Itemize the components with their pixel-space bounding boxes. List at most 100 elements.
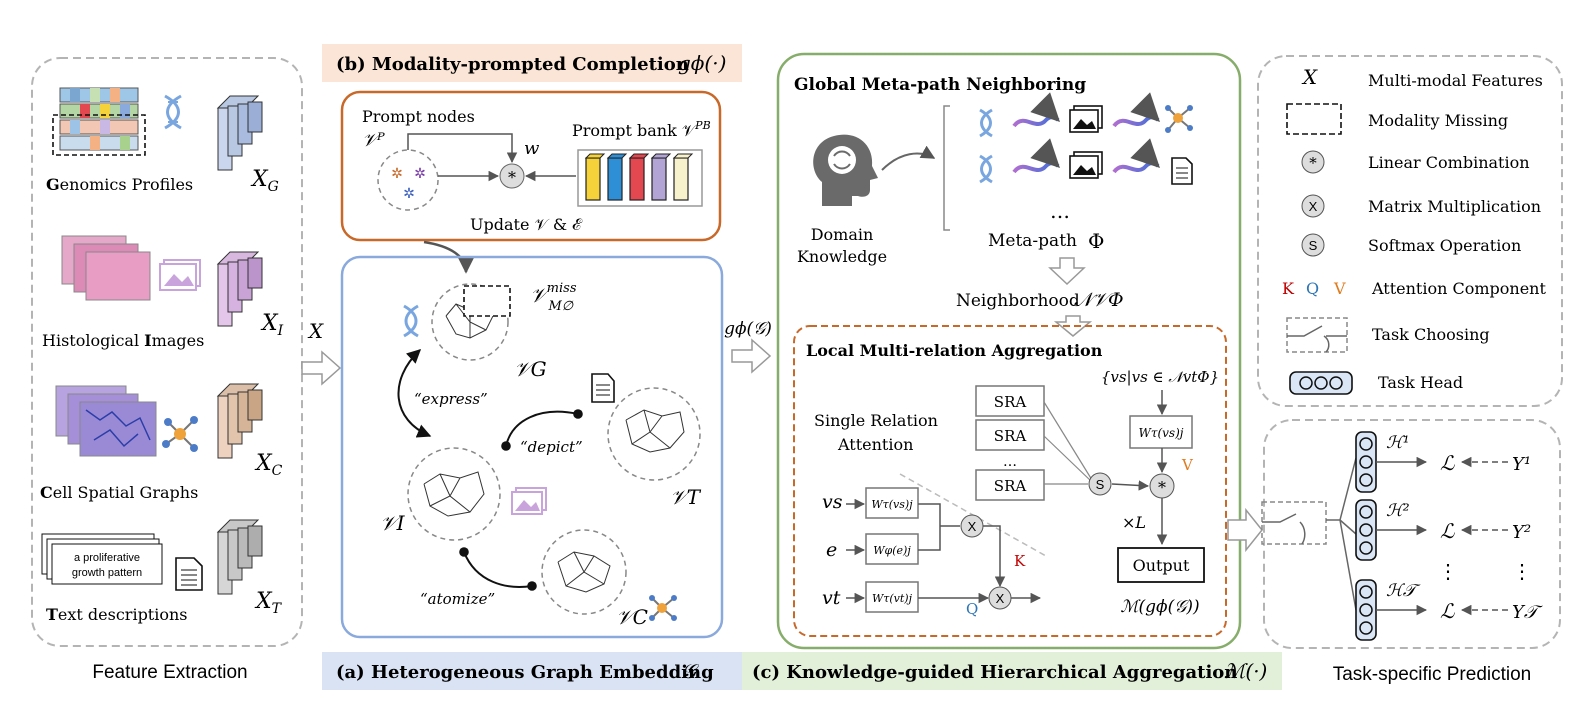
prompt-node-star-3: ✲: [403, 187, 415, 202]
prompt-bank-bar-top-4: [672, 153, 694, 159]
section-a-title: (a) Heterogeneous Graph Embedding: [336, 662, 714, 683]
update-arrow: [423, 240, 475, 274]
graph-node-icon-2: [649, 595, 677, 621]
input-vt: vt: [822, 587, 841, 609]
legend-label-2: Linear Combination: [1368, 153, 1530, 172]
arrow-x: X: [301, 319, 342, 386]
legend-k: K: [1282, 279, 1295, 298]
metapath-image-icon-2: [1069, 151, 1103, 179]
loss-label-2: ℒ: [1440, 599, 1455, 623]
metapath-document-icon: [1171, 157, 1193, 185]
vt-graph: [625, 409, 685, 453]
image-icon: [159, 259, 201, 291]
depict-label: “depict”: [520, 438, 583, 456]
prompt-bank-bars: [584, 153, 694, 201]
legend-v: V: [1333, 279, 1346, 298]
metapath-wave-arrow-4: [1112, 138, 1160, 174]
vg-label: 𝒱G: [514, 357, 547, 381]
target-label-0: Y¹: [1512, 454, 1531, 475]
prompt-bank-label: Prompt bank 𝒱PB: [572, 119, 711, 140]
xg-label: XG: [250, 167, 279, 195]
legend-label-5: Attention Component: [1371, 279, 1546, 298]
times-l-label: ×L: [1122, 513, 1146, 532]
histology-label: Histological Images: [42, 331, 204, 350]
prompt-bank-bar-2: [629, 157, 645, 201]
prompt-nodes-label: Prompt nodes: [362, 107, 475, 126]
dna-icon-graph: [403, 304, 419, 338]
w-vt-label: Wτ(vt)j: [872, 592, 913, 605]
legend-x-op: [1301, 194, 1325, 218]
matmul-op-2-label: X: [996, 591, 1005, 606]
w-value-box: [1129, 415, 1193, 449]
prompt-bank-bar-0: [585, 157, 601, 201]
prompt-bank-bar-top-3: [650, 153, 672, 159]
legend-label-4: Softmax Operation: [1368, 236, 1521, 255]
legend-star-symbol: *: [1309, 154, 1317, 172]
prompt-node-star-2: ✲: [414, 167, 426, 182]
prompt-bank-bar-4: [673, 157, 689, 201]
task-head-0: [1355, 431, 1508, 493]
atomize-label: “atomize”: [420, 590, 495, 608]
sra-dots: …: [1003, 454, 1017, 470]
legend-s-symbol: S: [1309, 238, 1318, 253]
metapath-image-icon-1: [1069, 105, 1103, 133]
feature-block-genomics: [216, 95, 263, 171]
atomize-arrow: [459, 547, 537, 591]
sra-label-1: SRA: [994, 427, 1027, 445]
metapath-dna-icon-2: [979, 154, 993, 184]
hierarchical-aggregation-box: Global Meta-path Neighboring Domain Know…: [776, 52, 1242, 650]
loss-label-0: ℒ: [1440, 451, 1455, 475]
legend-task-head-icon: [1289, 371, 1353, 395]
softmax-op: [1088, 472, 1112, 496]
legend-label-1: Modality Missing: [1368, 111, 1508, 130]
cell-graph-slides-icon: [55, 385, 157, 457]
legend-x-op-symbol: X: [1309, 199, 1318, 214]
dna-icon: [164, 94, 182, 130]
prompt-nodes-circle: [377, 149, 439, 211]
arrow-g-phi: gϕ(𝒢): [724, 319, 772, 374]
prediction-dots-1: ⋮: [1438, 559, 1458, 583]
m-out-label: ℳ(gϕ(𝒢)): [1120, 597, 1199, 617]
k-label: K: [1014, 552, 1026, 570]
legend-label-7: Task Head: [1378, 373, 1463, 392]
express-arrow: [397, 349, 432, 438]
down-arrow-1: [1048, 257, 1086, 286]
metapath-wave-arrow-1: [1012, 92, 1060, 128]
knowledge-label: Knowledge: [797, 247, 887, 266]
document-icon-graph: [591, 373, 615, 403]
task-choosing-switch: [1261, 457, 1357, 611]
metapath-label: Meta-path: [988, 231, 1077, 251]
neighborhood-label: Neighborhood: [956, 291, 1080, 311]
genomics-table-icon: [52, 87, 146, 156]
local-title: Local Multi-relation Aggregation: [806, 341, 1103, 360]
task-head-1: [1355, 499, 1508, 561]
feature-block-histology: [216, 251, 263, 327]
output-label: Output: [1133, 556, 1190, 575]
vi-graph: [423, 471, 485, 517]
w-value-label: Wτ(vs)j: [1139, 426, 1184, 440]
update-label: Update 𝒱 & ℰ: [470, 215, 583, 234]
feature-block-text: [216, 519, 263, 595]
doc-text-line-1: a proliferative: [74, 552, 140, 564]
loss-label-1: ℒ: [1440, 519, 1455, 543]
document-icon: [175, 557, 203, 591]
legend-label-3: Matrix Multiplication: [1368, 197, 1541, 216]
prompt-bank-bar-3: [651, 157, 667, 201]
global-title: Global Meta-path Neighboring: [794, 75, 1086, 95]
metapath-dna-icon-1: [979, 108, 993, 138]
genomics-label: Genomics Profiles: [46, 175, 193, 194]
legend-x-symbol: X: [1301, 65, 1318, 89]
softmax-op-label: S: [1096, 477, 1105, 492]
head-h-label-1: ℋ²: [1386, 501, 1410, 521]
feature-extraction-panel: Genomics Profiles XG Histological Images…: [31, 57, 303, 683]
head-h-label-0: ℋ¹: [1386, 433, 1410, 453]
metapath-graph-icon: [1165, 105, 1193, 133]
input-vs: vs: [822, 491, 843, 513]
w-vs-label: Wτ(vs)j: [871, 498, 913, 511]
vp-label: 𝒱ᴾ: [362, 130, 385, 151]
